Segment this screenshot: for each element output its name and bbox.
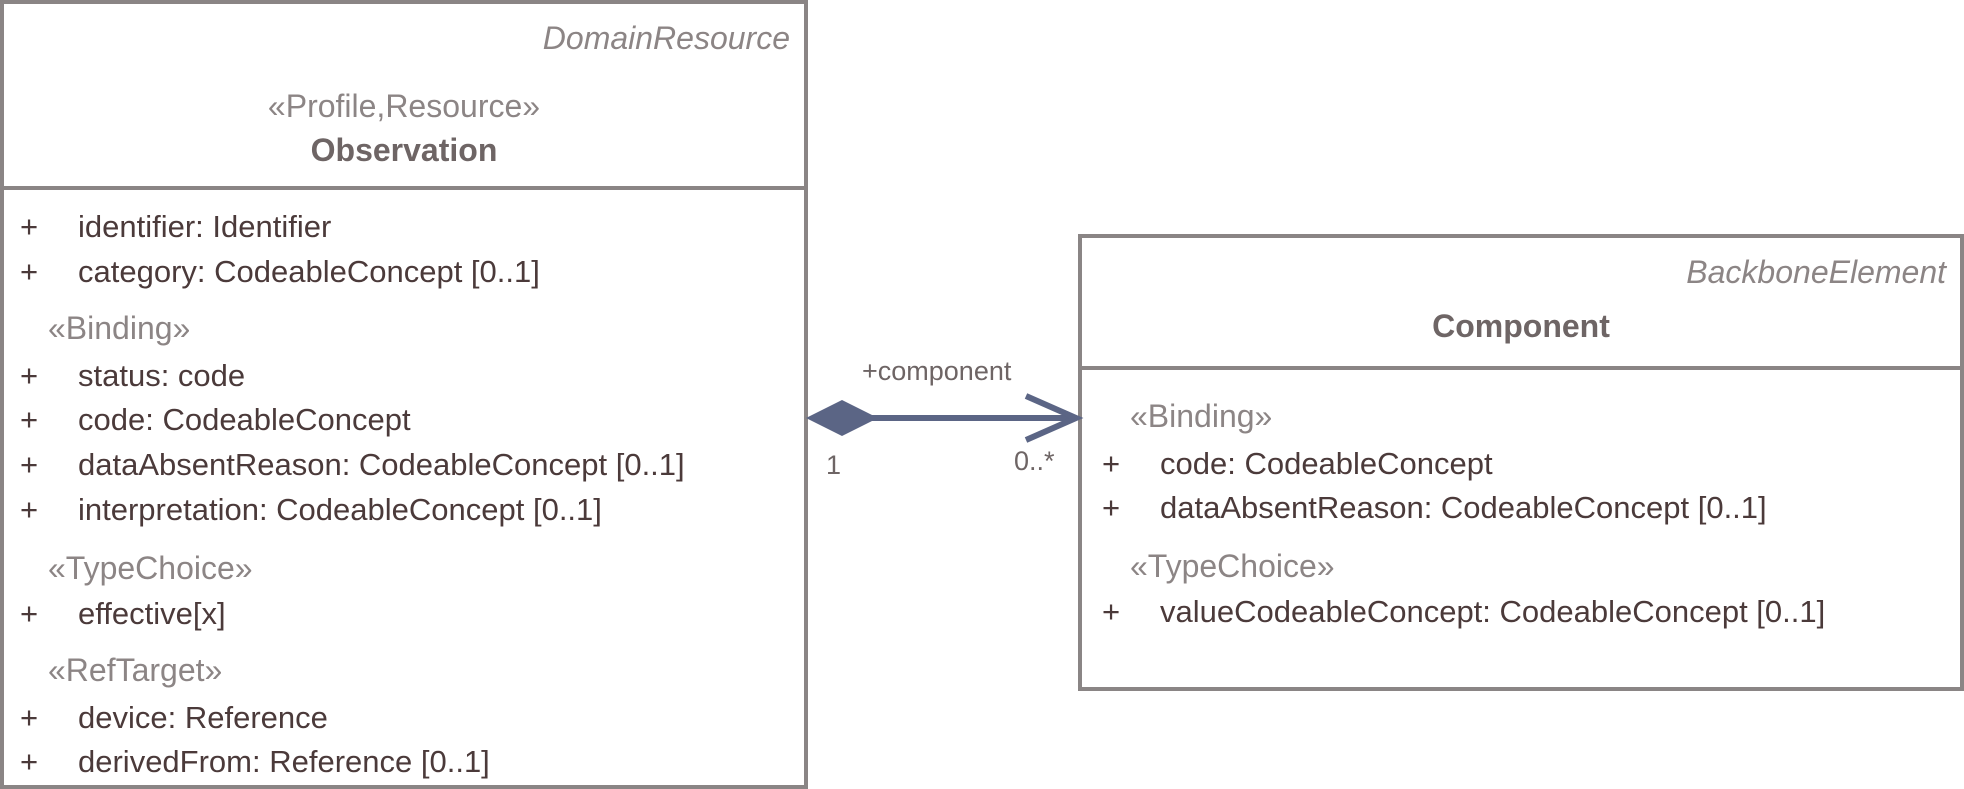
observation-header: DomainResource «Profile,Resource» Observ… [4,4,804,190]
binding-stereotype: «Binding» [1130,398,1273,434]
observation-class-name: Observation [310,132,498,168]
observation-class: DomainResource «Profile,Resource» Observ… [0,0,808,789]
association-role-label: +component [862,356,1012,386]
component-class-name: Component [1432,308,1610,344]
typechoice-stereotype: «TypeChoice» [48,550,253,586]
navigation-arrow-icon [1024,393,1084,443]
typechoice-stereotype: «TypeChoice» [1130,548,1335,584]
component-parent-label: BackboneElement [1686,254,1946,290]
target-multiplicity: 0..* [1014,446,1055,476]
binding-stereotype: «Binding» [48,310,191,346]
component-class: BackboneElement Component «Binding» +cod… [1078,234,1964,691]
composition-diamond-icon [806,400,878,436]
observation-parent-label: DomainResource [542,20,790,56]
source-multiplicity: 1 [826,450,842,480]
observation-stereotype: «Profile,Resource» [267,88,541,124]
component-header: BackboneElement Component [1082,238,1960,370]
reftarget-stereotype: «RefTarget» [48,652,223,688]
